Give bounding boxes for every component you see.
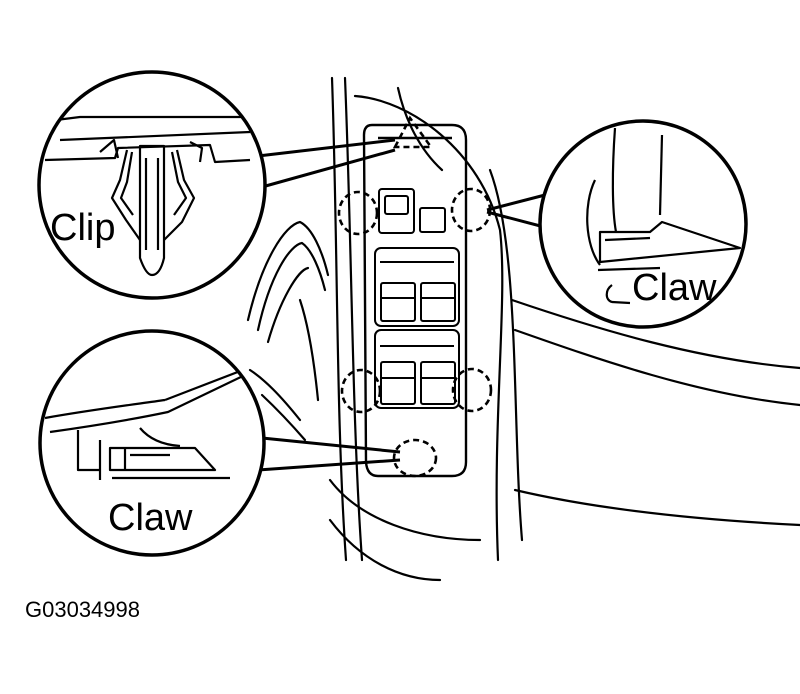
claw-lower-detail-callout: Claw xyxy=(38,329,266,557)
clip-detail-callout: Clip xyxy=(37,70,267,300)
door-pull-handle xyxy=(246,220,330,442)
leader-clip-top xyxy=(257,138,396,158)
figure-code: G03034998 xyxy=(25,597,140,622)
claw-marker-bottom xyxy=(392,438,438,478)
window-switch-buttons xyxy=(374,247,460,409)
claw-marker-left-lower xyxy=(340,368,382,414)
claw-lower-label: Claw xyxy=(108,497,193,539)
leader-claw-right-bottom xyxy=(486,210,549,230)
leader-claw-lower-top xyxy=(261,436,401,454)
leader-clip-bottom xyxy=(261,148,396,189)
power-window-switch-base xyxy=(362,123,468,478)
clip-label: Clip xyxy=(50,207,115,249)
claw-right-label: Claw xyxy=(632,267,717,309)
clip-fastener-body xyxy=(138,144,166,277)
leader-claw-lower-bottom xyxy=(257,458,401,472)
leader-claw-right-top xyxy=(486,193,546,212)
clip-location-marker xyxy=(392,115,434,149)
leader-lines xyxy=(257,138,549,472)
claw-marker-right-upper xyxy=(450,187,492,233)
claw-marker-left-upper xyxy=(337,190,379,236)
claw-right-detail-callout: Claw xyxy=(538,119,748,329)
claw-marker-right-lower xyxy=(451,367,493,413)
lock-buttons xyxy=(378,188,446,234)
